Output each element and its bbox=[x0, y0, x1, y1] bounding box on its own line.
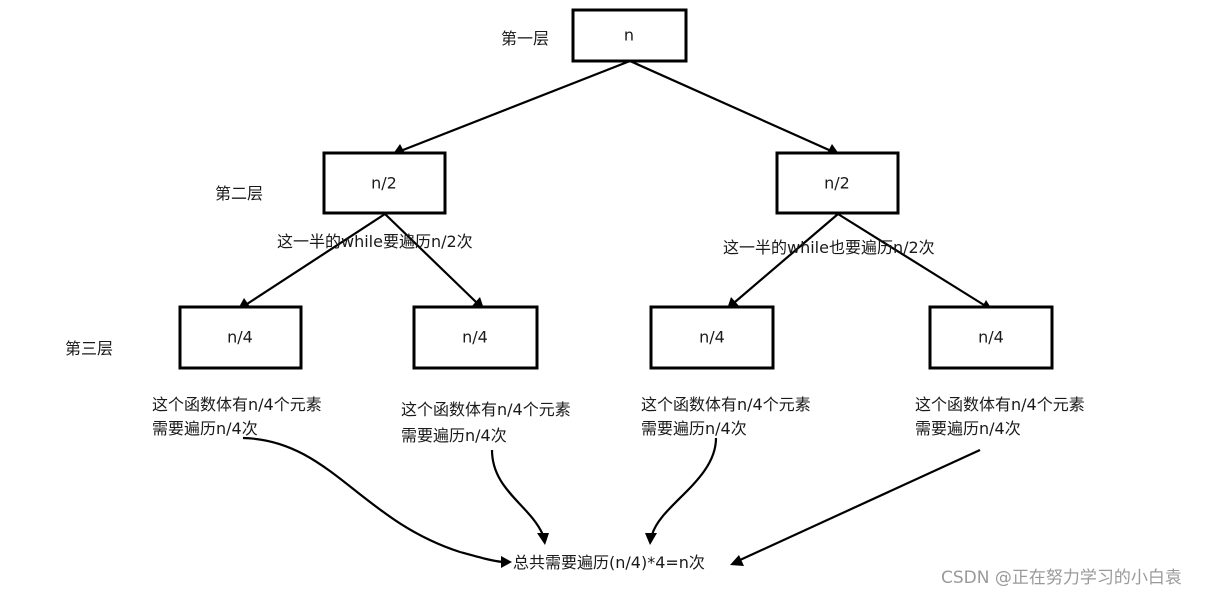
leaf-note-4: 这个函数体有n/4个元素 需要遍历n/4次 bbox=[915, 395, 1085, 438]
node-mid-right: n/2 bbox=[775, 151, 900, 215]
leaf-note-1: 这个函数体有n/4个元素 需要遍历n/4次 bbox=[152, 395, 322, 438]
node-mid-left-label: n/2 bbox=[371, 174, 397, 193]
edge-root-to-mid-right bbox=[629, 59, 839, 155]
node-leaf-2-label: n/4 bbox=[462, 328, 488, 347]
edge-mid-right-to-leaf-4 bbox=[837, 213, 993, 311]
leaf-note-3-line1: 这个函数体有n/4个元素 bbox=[641, 395, 811, 414]
level-2-label: 第二层 bbox=[215, 184, 263, 203]
node-leaf-1: n/4 bbox=[178, 305, 303, 370]
edge-note-3-to-total bbox=[645, 437, 718, 545]
leaf-note-1-line2: 需要遍历n/4次 bbox=[152, 419, 258, 438]
total-label: 总共需要遍历(n/4)*4=n次 bbox=[513, 553, 705, 572]
leaf-note-2-line1: 这个函数体有n/4个元素 bbox=[401, 400, 571, 419]
edge-note-1-to-total bbox=[242, 436, 512, 568]
note-half-left: 这一半的while要遍历n/2次 bbox=[277, 232, 473, 251]
node-leaf-3-label: n/4 bbox=[699, 328, 725, 347]
node-root: n bbox=[571, 8, 688, 63]
leaf-note-2: 这个函数体有n/4个元素 需要遍历n/4次 bbox=[401, 400, 571, 445]
edge-root-to-mid-left bbox=[393, 59, 631, 155]
edge-mid-left-to-leaf-1 bbox=[238, 213, 386, 309]
edge-mid-right-to-leaf-3 bbox=[727, 213, 839, 309]
node-mid-left: n/2 bbox=[322, 151, 447, 215]
watermark: CSDN @正在努力学习的小白袁 bbox=[941, 568, 1182, 588]
note-half-right: 这一半的while也要遍历n/2次 bbox=[723, 238, 935, 257]
leaf-note-3-line2: 需要遍历n/4次 bbox=[641, 419, 747, 438]
node-leaf-2: n/4 bbox=[412, 305, 539, 370]
leaf-note-2-line2: 需要遍历n/4次 bbox=[401, 426, 507, 445]
level-3-label: 第三层 bbox=[65, 339, 113, 358]
node-root-label: n bbox=[624, 26, 634, 45]
node-leaf-1-label: n/4 bbox=[227, 328, 253, 347]
leaf-note-3: 这个函数体有n/4个元素 需要遍历n/4次 bbox=[641, 395, 811, 438]
leaf-note-4-line1: 这个函数体有n/4个元素 bbox=[915, 395, 1085, 414]
level-1-label: 第一层 bbox=[501, 29, 549, 48]
edge-mid-left-to-leaf-2 bbox=[384, 213, 484, 309]
edge-note-2-to-total bbox=[490, 449, 549, 545]
node-leaf-4-label: n/4 bbox=[978, 328, 1004, 347]
node-leaf-3: n/4 bbox=[649, 305, 775, 370]
edge-note-4-to-total bbox=[730, 449, 981, 566]
leaf-note-1-line1: 这个函数体有n/4个元素 bbox=[152, 395, 322, 414]
node-mid-right-label: n/2 bbox=[824, 174, 850, 193]
node-leaf-4: n/4 bbox=[928, 305, 1054, 370]
leaf-note-4-line2: 需要遍历n/4次 bbox=[915, 419, 1021, 438]
